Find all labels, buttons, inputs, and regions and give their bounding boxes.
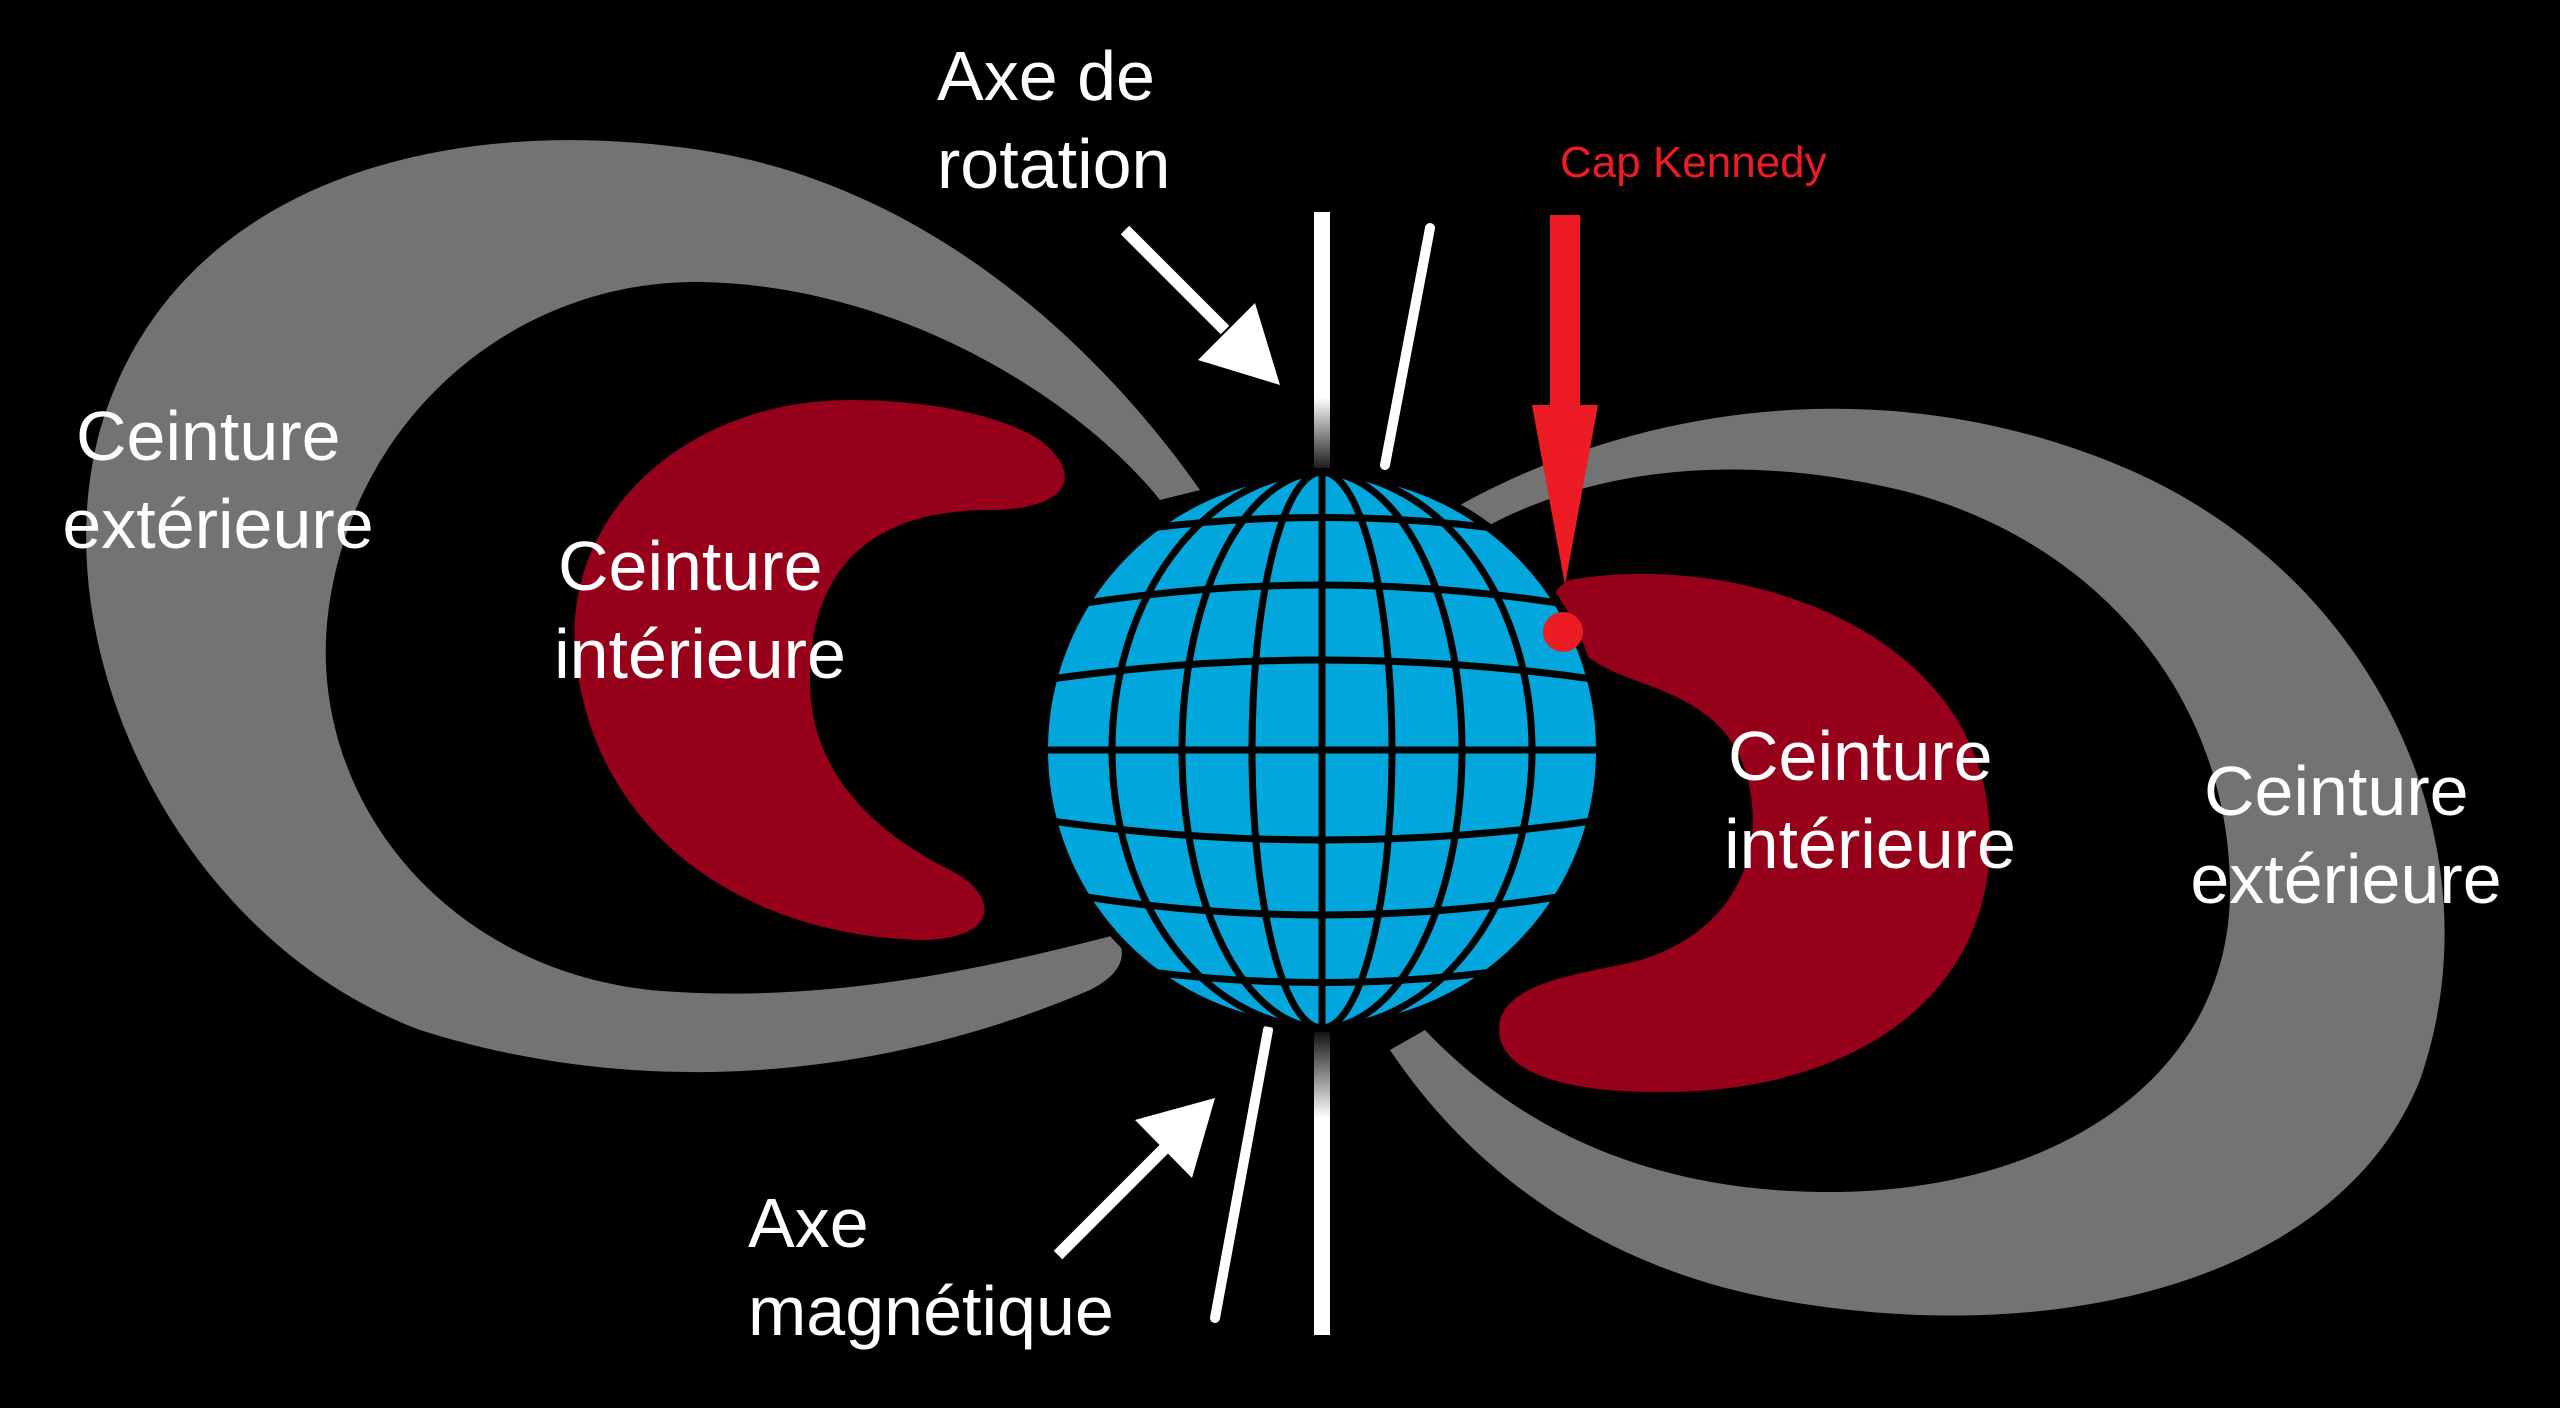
inner-belt-right-label-line2: intérieure bbox=[1724, 805, 2016, 883]
cap-kennedy-dot bbox=[1543, 612, 1583, 652]
rotation-axis-label: Axe de rotation bbox=[937, 37, 1174, 203]
outer-belt-left-label-line2: extérieure bbox=[62, 485, 373, 563]
outer-belt-left bbox=[86, 140, 1200, 1073]
rotation-axis-label-line2: rotation bbox=[937, 125, 1170, 203]
rotation-axis-bottom bbox=[1314, 1025, 1330, 1335]
magnetic-axis-bottom bbox=[1210, 1025, 1273, 1323]
outer-belt-right-label-line1: Ceinture bbox=[2204, 752, 2469, 830]
magnetic-axis-pointer bbox=[1053, 1098, 1215, 1260]
outer-belt-right-label-line2: extérieure bbox=[2190, 840, 2501, 918]
rotation-axis-pointer bbox=[1120, 225, 1280, 385]
outer-belt-right bbox=[1390, 408, 2445, 1316]
outer-belt-left-label: Ceinture extérieure bbox=[62, 397, 373, 563]
arrow-down-icon bbox=[1532, 215, 1598, 585]
inner-belt-right-label: Ceinture intérieure bbox=[1724, 717, 2016, 883]
inner-belt-right bbox=[1499, 573, 1990, 1093]
inner-belt-left-label-line1: Ceinture bbox=[558, 527, 823, 605]
rotation-axis-top bbox=[1314, 212, 1330, 477]
outer-belt-left-label-line1: Ceinture bbox=[76, 397, 341, 475]
magnetic-axis-top bbox=[1380, 223, 1435, 470]
magnetic-axis-label-line1: Axe bbox=[748, 1184, 869, 1262]
inner-belt-left bbox=[574, 400, 1065, 940]
inner-belt-right-label-line1: Ceinture bbox=[1728, 717, 1993, 795]
rotation-axis-label-line1: Axe de bbox=[937, 37, 1155, 115]
cap-kennedy-label: Cap Kennedy bbox=[1560, 138, 1827, 187]
magnetic-axis-label-line2: magnétique bbox=[748, 1272, 1114, 1350]
outer-belt-right-label: Ceinture extérieure bbox=[2190, 752, 2501, 918]
inner-belt-left-label: Ceinture intérieure bbox=[554, 527, 846, 693]
magnetic-axis-label: Axe magnétique bbox=[748, 1184, 1114, 1350]
globe-icon bbox=[1040, 468, 1604, 1032]
inner-belt-left-label-line2: intérieure bbox=[554, 615, 846, 693]
